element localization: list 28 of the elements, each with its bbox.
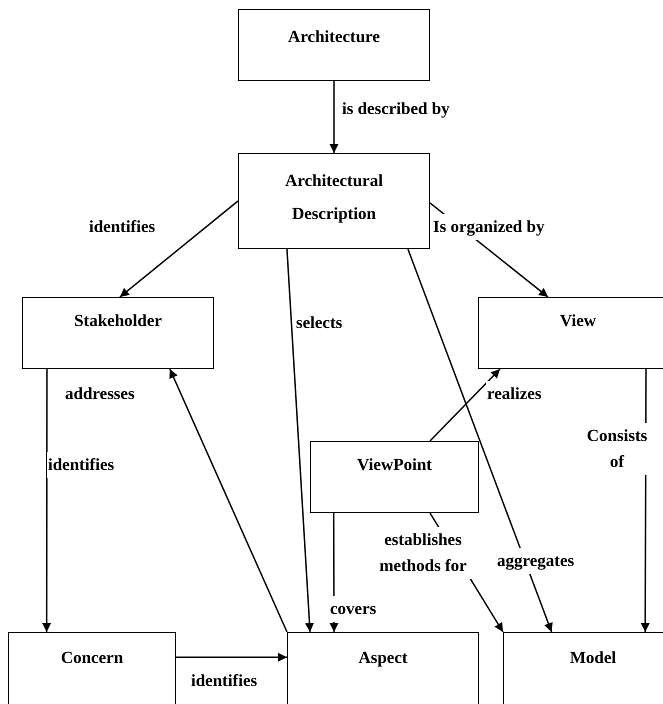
arrow [169,368,288,632]
arrow [119,200,238,298]
box-label: View [560,310,596,332]
edge-label: covers [329,596,378,622]
box-label: ViewPoint [357,454,432,476]
entity-box [287,632,479,704]
edge-label: Is organized by [432,214,546,240]
arrow [330,81,338,153]
entity-box [503,632,663,704]
arrow [176,652,287,662]
edge-label: aggregates [496,548,576,574]
box-label: Model [570,647,616,669]
entity-box [478,297,663,369]
entity-box [22,297,214,369]
entity-box [8,632,176,704]
edge-label: identifies [47,452,116,478]
arrow [42,369,52,632]
box-label: Architectural Description [284,170,384,225]
entity-box [238,153,430,249]
arrow [407,248,553,632]
box-label: Architecture [288,26,380,48]
arrow [286,248,314,632]
arrow [429,368,501,442]
entity-box [238,9,430,81]
entity-box [310,441,479,513]
box-label: Stakeholder [74,310,162,332]
box-label: Concern [60,647,124,669]
box-label: Aspect [358,647,408,669]
